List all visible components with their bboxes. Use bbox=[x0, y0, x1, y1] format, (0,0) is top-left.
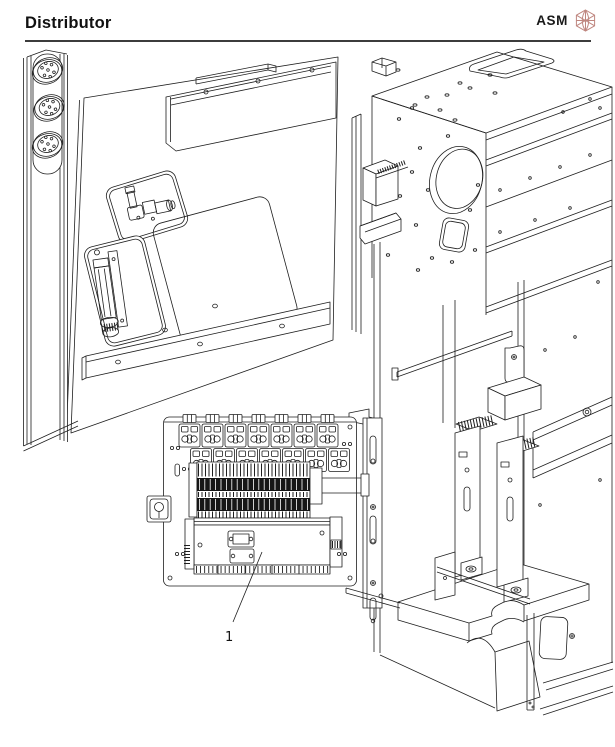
callout-1: 1 bbox=[225, 552, 262, 645]
machine-frame bbox=[352, 49, 613, 715]
drive-units bbox=[435, 377, 541, 604]
front-face-holes bbox=[386, 107, 479, 272]
bottom-rail bbox=[82, 302, 330, 380]
left-connector-column bbox=[24, 50, 79, 451]
round-connectors bbox=[29, 54, 68, 162]
right-face-holes bbox=[499, 98, 602, 507]
lower-module bbox=[185, 517, 342, 574]
filter-regulator bbox=[90, 247, 128, 338]
brand: ASM bbox=[536, 8, 598, 33]
upper-bracket-panel bbox=[166, 62, 336, 151]
oval-opening bbox=[423, 141, 490, 220]
pneumatic-valve bbox=[123, 178, 177, 225]
page-title: Distributor bbox=[25, 14, 112, 32]
terminal-strip bbox=[189, 462, 369, 518]
asm-hex-wireframe-icon bbox=[575, 9, 596, 32]
board-mounting-rail bbox=[346, 409, 400, 623]
left-bracket bbox=[147, 496, 171, 522]
callout-1-label: 1 bbox=[225, 630, 233, 645]
brand-name: ASM bbox=[536, 13, 568, 28]
callout-leader-line bbox=[233, 552, 262, 622]
top-face-holes bbox=[396, 69, 497, 121]
distributor-board bbox=[147, 414, 369, 587]
title-rule bbox=[25, 40, 591, 42]
left-service-panel bbox=[67, 57, 339, 433]
board-holes bbox=[168, 425, 352, 580]
